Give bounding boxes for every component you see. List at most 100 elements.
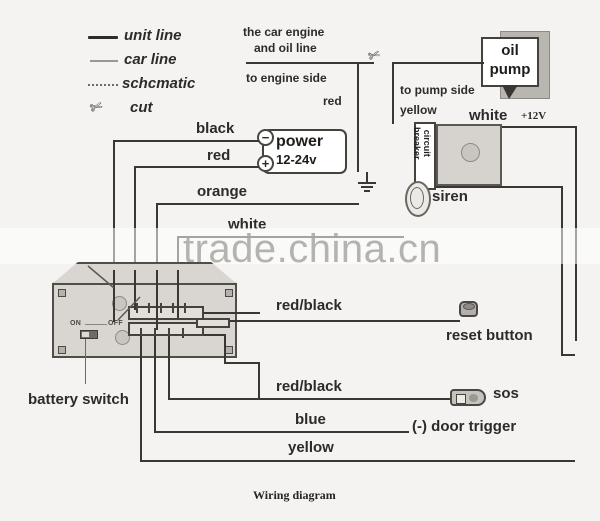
battery-switch-label: battery switch [28, 391, 129, 408]
connector-pin [136, 303, 138, 313]
main-unit-callout-leader [87, 265, 115, 289]
sos-wire-riser [168, 336, 170, 398]
orange-wire-horizontal [156, 203, 359, 205]
main-unit-screw-tl [58, 289, 66, 297]
output-1-wire-label: red/black [276, 297, 342, 314]
yellow-bottom-wire [140, 460, 575, 462]
black-wire-horizontal [113, 140, 259, 142]
engine-side-drop-wire [357, 62, 359, 172]
sos-button-dot-icon [469, 394, 478, 402]
right-rail-connector [561, 354, 575, 356]
legend-cut-label: cut [130, 99, 153, 116]
circuit-breaker-knob [461, 143, 480, 162]
scissors-icon: ✄ [87, 97, 105, 118]
oil-pump-label-2: pump [489, 61, 531, 78]
legend-unit-line-swatch [88, 36, 118, 39]
legend-car-line-label: car line [124, 51, 177, 68]
white-wire-label: white [469, 107, 508, 124]
pump-side-wire-color: yellow [400, 103, 437, 117]
siren-ground-wire [366, 172, 368, 184]
door-trigger-riser [154, 336, 156, 431]
door-trigger-label: (-) door trigger [412, 418, 517, 435]
circuit-breaker-label: circuit breaker [411, 127, 432, 160]
reset-button-label: reset button [446, 327, 533, 344]
legend-schematic-line-swatch [88, 84, 118, 86]
sos-button-square-icon [456, 394, 466, 404]
watermark-band [0, 228, 600, 264]
main-unit-indicator-top [112, 296, 127, 311]
engine-side-wire-color: red [323, 94, 342, 108]
black-wire-label: black [196, 120, 235, 137]
sos-label: sos [493, 385, 519, 402]
pump-side-drop-wire [392, 62, 394, 124]
battery-switch-toggle[interactable] [80, 330, 98, 339]
output-4-wire-label: yellow [288, 439, 334, 456]
connector-pin [148, 303, 150, 313]
oil-pump-feed-wire [440, 62, 484, 64]
oil-line-left [246, 62, 374, 64]
breaker-output-drop [561, 186, 563, 354]
connector-output-riser [224, 334, 226, 364]
main-unit-screw-tr [225, 289, 233, 297]
figure-caption: Wiring diagram [253, 488, 336, 502]
legend-schematic-label: schcmatic [122, 75, 196, 92]
door-trigger-wire [154, 431, 409, 433]
main-unit-screw-bl [58, 346, 66, 354]
circuit-breaker-line-1: circuit [422, 129, 432, 157]
power-label: power [276, 133, 324, 150]
oil-pump-label-1: oil [501, 42, 519, 59]
switch-off-label: OFF [108, 320, 123, 327]
power-voltage-label: 12-24v [276, 152, 317, 167]
switch-on-label: ON [70, 320, 82, 327]
engine-oil-line-label-1: the car engine [243, 25, 325, 39]
black-wire-vertical [113, 140, 115, 270]
engine-oil-line-label-2: and oil line [254, 41, 317, 55]
main-unit-screw-br [225, 346, 233, 354]
power-negative-terminal: − [257, 129, 274, 146]
to-engine-side-label: to engine side [246, 71, 327, 85]
unit-input-wire-2 [134, 270, 136, 310]
output-3-wire-label: blue [295, 411, 326, 428]
unit-input-wire-4 [177, 270, 179, 318]
red-wire-label: red [207, 147, 231, 164]
connector-leader-line [117, 296, 141, 321]
breaker-output-wire [436, 186, 563, 188]
main-unit-indicator-bottom [115, 330, 130, 345]
legend-unit-line-label: unit line [124, 27, 182, 44]
connector-pin [154, 328, 156, 338]
oil-pump-arrow-icon [502, 85, 518, 99]
cut-mark-icon: ✄ [365, 45, 382, 65]
connector-output-wire-mid [204, 334, 226, 336]
main-unit-top-panel [52, 262, 237, 284]
reset-button-wire [230, 320, 460, 322]
red-wire-horizontal [134, 166, 259, 168]
yellow-riser [140, 336, 142, 460]
unit-input-wire-1 [113, 270, 115, 322]
sos-button-icon[interactable] [450, 389, 486, 406]
voltage-label: +12V [521, 110, 547, 122]
connector-block-lower [128, 322, 204, 336]
connector-output-drop [258, 362, 260, 398]
sos-wire [168, 398, 450, 400]
siren-label: siren [432, 188, 468, 205]
connector-output-wire-bottom [224, 362, 260, 364]
connector-pin [182, 328, 184, 338]
oil-line-right [392, 62, 486, 64]
connector-pin [184, 303, 186, 313]
connector-pin [172, 303, 174, 313]
connector-output-wire-top [204, 312, 260, 314]
power-positive-terminal: + [257, 155, 274, 172]
battery-switch-callout-line [85, 339, 86, 384]
connector-pin [140, 328, 142, 338]
to-pump-side-label: to pump side [400, 83, 475, 97]
power-box [262, 129, 347, 174]
output-2-wire-label: red/black [276, 378, 342, 395]
watermark-text: trade.china.cn [183, 227, 442, 271]
switch-track [85, 324, 107, 325]
red-wire-vertical [134, 166, 136, 270]
connector-block-side [196, 318, 230, 328]
reset-button-cap-icon [463, 303, 475, 310]
circuit-breaker-line-2: breaker [411, 127, 422, 160]
siren-inner-icon [410, 187, 424, 209]
